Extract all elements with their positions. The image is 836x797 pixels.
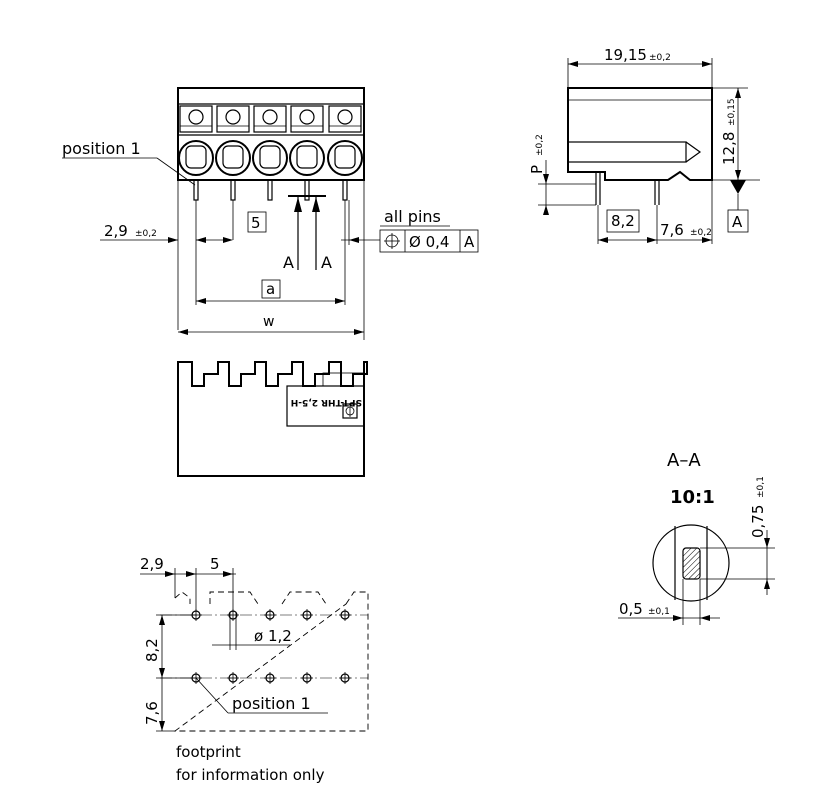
- wire-entry-circle: [215, 140, 251, 176]
- clamp-top: [253, 105, 287, 133]
- top-view: SPT-THR 2,5-H: [177, 361, 368, 477]
- dim-19-15: 19,15: [604, 46, 647, 64]
- dim-pitch-5: 5: [251, 214, 261, 232]
- tol-7-6: ±0,2: [690, 228, 712, 238]
- dim-p: P: [528, 165, 546, 174]
- tol-0-5: ±0,1: [648, 607, 670, 617]
- clamp-release-hole: [299, 109, 315, 125]
- wire-entry-square: [296, 145, 318, 169]
- section-marker-a-left: A: [283, 253, 294, 272]
- pin: [267, 179, 273, 201]
- tol-p: ±0,2: [535, 134, 545, 156]
- wire-entry-square: [259, 145, 281, 169]
- clamp-release-hole: [188, 109, 204, 125]
- section-scale: 10:1: [670, 487, 715, 508]
- info-only-label: for information only: [176, 766, 325, 784]
- all-pins-label: all pins: [384, 207, 441, 226]
- dim-0-5: 0,5: [619, 600, 643, 618]
- wire-entry-square: [185, 145, 207, 169]
- tol-diameter: Ø 0,4: [409, 233, 449, 251]
- wire-entry-square: [334, 145, 356, 169]
- clamp-top: [290, 105, 324, 133]
- fp-dim-5: 5: [210, 555, 220, 573]
- clamp-top: [328, 105, 362, 133]
- wire-entry-circle: [327, 140, 363, 176]
- clamp-top: [179, 105, 213, 133]
- dim-0-75: 0,75: [749, 505, 767, 538]
- dim-7-6: 7,6: [660, 221, 684, 239]
- footprint-view: 2,9 5 8,2 7,6 ø 1,2 position 1 footprint…: [140, 555, 369, 784]
- tol-19-15: ±0,2: [649, 53, 671, 63]
- tol-0-75: ±0,1: [756, 476, 766, 498]
- dim-8-2: 8,2: [611, 212, 635, 230]
- dim-2-9: 2,9: [104, 222, 128, 240]
- pin: [193, 179, 199, 201]
- clamp-release-hole: [337, 109, 353, 125]
- part-label: SPT-THR 2,5-H: [291, 397, 362, 407]
- fp-dim-7-6: 7,6: [143, 701, 161, 725]
- wire-entry-circle: [289, 140, 325, 176]
- wire-entry-circle: [178, 140, 214, 176]
- dim-12-8: 12,8: [720, 132, 738, 165]
- fp-position-1: position 1: [232, 694, 311, 713]
- footprint-label: footprint: [176, 743, 241, 761]
- clamp-top: [216, 105, 250, 133]
- clamp-release-hole: [225, 109, 241, 125]
- wire-entry-circle: [252, 140, 288, 176]
- pin: [342, 179, 348, 201]
- pin: [304, 179, 310, 201]
- tol-12-8: ±0,15: [727, 98, 737, 126]
- dim-a: a: [266, 280, 275, 298]
- wire-entry-square: [222, 145, 244, 169]
- clamp-release-hole: [262, 109, 278, 125]
- tol-2-9: ±0,2: [135, 229, 157, 239]
- pin: [230, 179, 236, 201]
- front-view: A A position 1 2,9 ±0,2 5 a w: [62, 87, 479, 340]
- section-title: A–A: [667, 450, 701, 471]
- dim-w: w: [263, 314, 274, 330]
- fp-dim-8-2: 8,2: [143, 638, 161, 662]
- section-a-a: A–A 10:1 0,75 ±0,1 0,5 ±0,1: [618, 450, 775, 625]
- tol-datum-ref: A: [464, 233, 475, 251]
- datum-a: A: [732, 213, 743, 231]
- fp-dia: ø 1,2: [254, 627, 292, 645]
- section-marker-a-right: A: [321, 253, 332, 272]
- side-view: 19,15 ±0,2 12,8 ±0,15 A P ±0,2 8,2: [528, 46, 760, 244]
- position-1-label: position 1: [62, 139, 141, 158]
- fp-dim-2-9: 2,9: [140, 555, 164, 573]
